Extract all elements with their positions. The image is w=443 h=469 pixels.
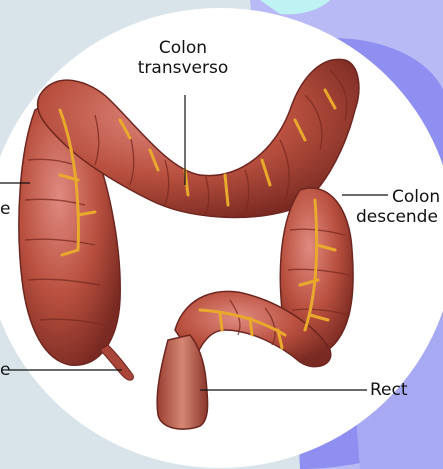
label-ascending-text: e — [0, 199, 10, 219]
label-descending-line2: descende — [356, 207, 440, 227]
label-transverse-colon: Colon transverso — [128, 38, 238, 78]
label-transverse-line1: Colon — [128, 38, 238, 58]
label-ascending-fragment: e — [0, 199, 10, 219]
label-appendix-text: e — [0, 360, 10, 380]
label-rectum-fragment: Rect — [370, 380, 408, 400]
label-transverse-line2: transverso — [128, 58, 238, 78]
label-descending-colon: Colon descende — [356, 187, 440, 227]
label-descending-line1: Colon — [356, 187, 440, 207]
label-appendix-fragment: e — [0, 360, 10, 380]
label-rectum-text: Rect — [370, 380, 408, 400]
